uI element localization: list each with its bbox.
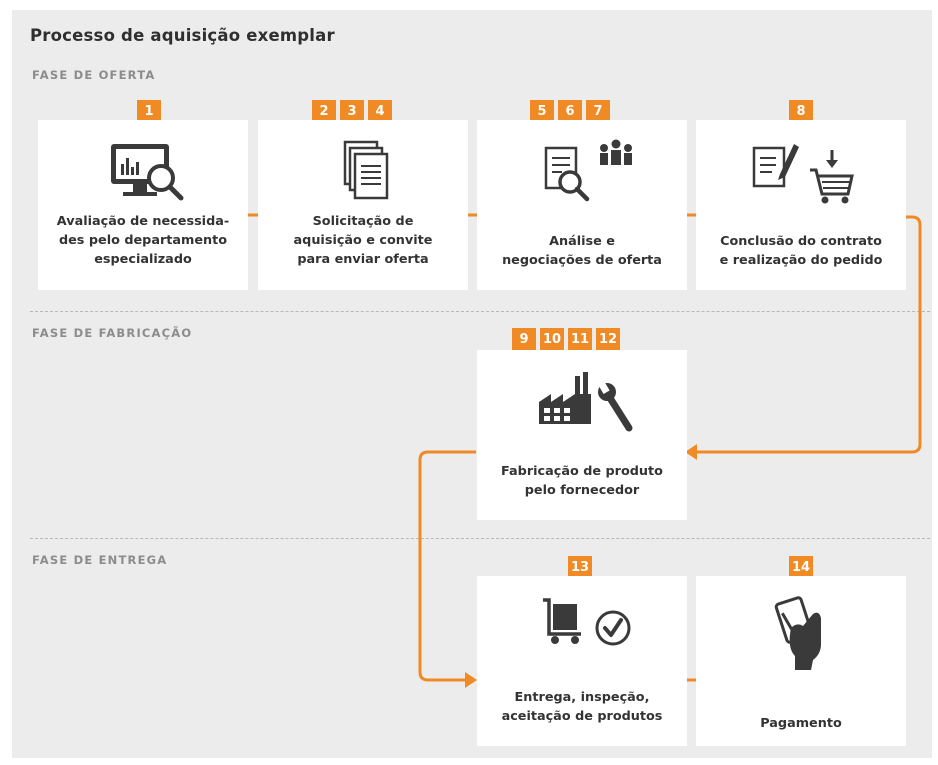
delivery-check-icon — [477, 594, 687, 666]
connector-9-to-13 — [418, 450, 476, 682]
step-label: Análise e negociações de oferta — [502, 234, 662, 268]
monitor-analytics-icon — [38, 138, 248, 210]
step-5-badges: 9 10 11 12 — [512, 328, 620, 352]
phase-divider — [30, 538, 930, 539]
phase-label-offer: FASE DE OFERTA — [32, 68, 156, 82]
arrowhead — [465, 672, 477, 688]
step-label: Entrega, inspeção, aceitação de produtos — [501, 690, 663, 724]
contract-cart-icon — [696, 138, 906, 210]
factory-wrench-icon — [477, 368, 687, 440]
phase-divider — [30, 311, 930, 312]
step-label: Fabricação de produto pelo fornecedor — [501, 464, 663, 498]
card-payment-icon — [696, 594, 906, 670]
phase-label-delivery: FASE DE ENTREGA — [32, 553, 168, 567]
step-label: Avaliação de necessida- des pelo departa… — [56, 214, 230, 267]
step-label: Solicitação de aquisição e convite para … — [293, 214, 433, 267]
step-label: Conclusão do contrato e realização do pe… — [719, 234, 883, 268]
step-card-3: Análise e negociações de oferta — [477, 120, 687, 290]
phase-label-manufacturing: FASE DE FABRICAÇÃO — [32, 326, 193, 340]
step-card-2: Solicitação de aquisição e convite para … — [258, 120, 468, 290]
step-card-4: Conclusão do contrato e realização do pe… — [696, 120, 906, 290]
step-card-1: Avaliação de necessida- des pelo departa… — [38, 120, 248, 290]
step-badge: 12 — [596, 328, 620, 352]
step-card-6: Entrega, inspeção, aceitação de produtos — [477, 576, 687, 746]
step-badge: 10 — [540, 328, 564, 352]
connector-4-to-9 — [697, 215, 922, 454]
document-search-people-icon — [477, 138, 687, 210]
step-label: Pagamento — [760, 716, 842, 731]
step-card-7: Pagamento — [696, 576, 906, 746]
arrowhead — [685, 444, 697, 460]
step-badge: 11 — [568, 328, 592, 352]
diagram-title: Processo de aquisição exemplar — [30, 26, 335, 45]
step-card-5: Fabricação de produto pelo fornecedor — [477, 350, 687, 520]
documents-icon — [258, 138, 468, 210]
step-badge: 9 — [512, 328, 536, 352]
